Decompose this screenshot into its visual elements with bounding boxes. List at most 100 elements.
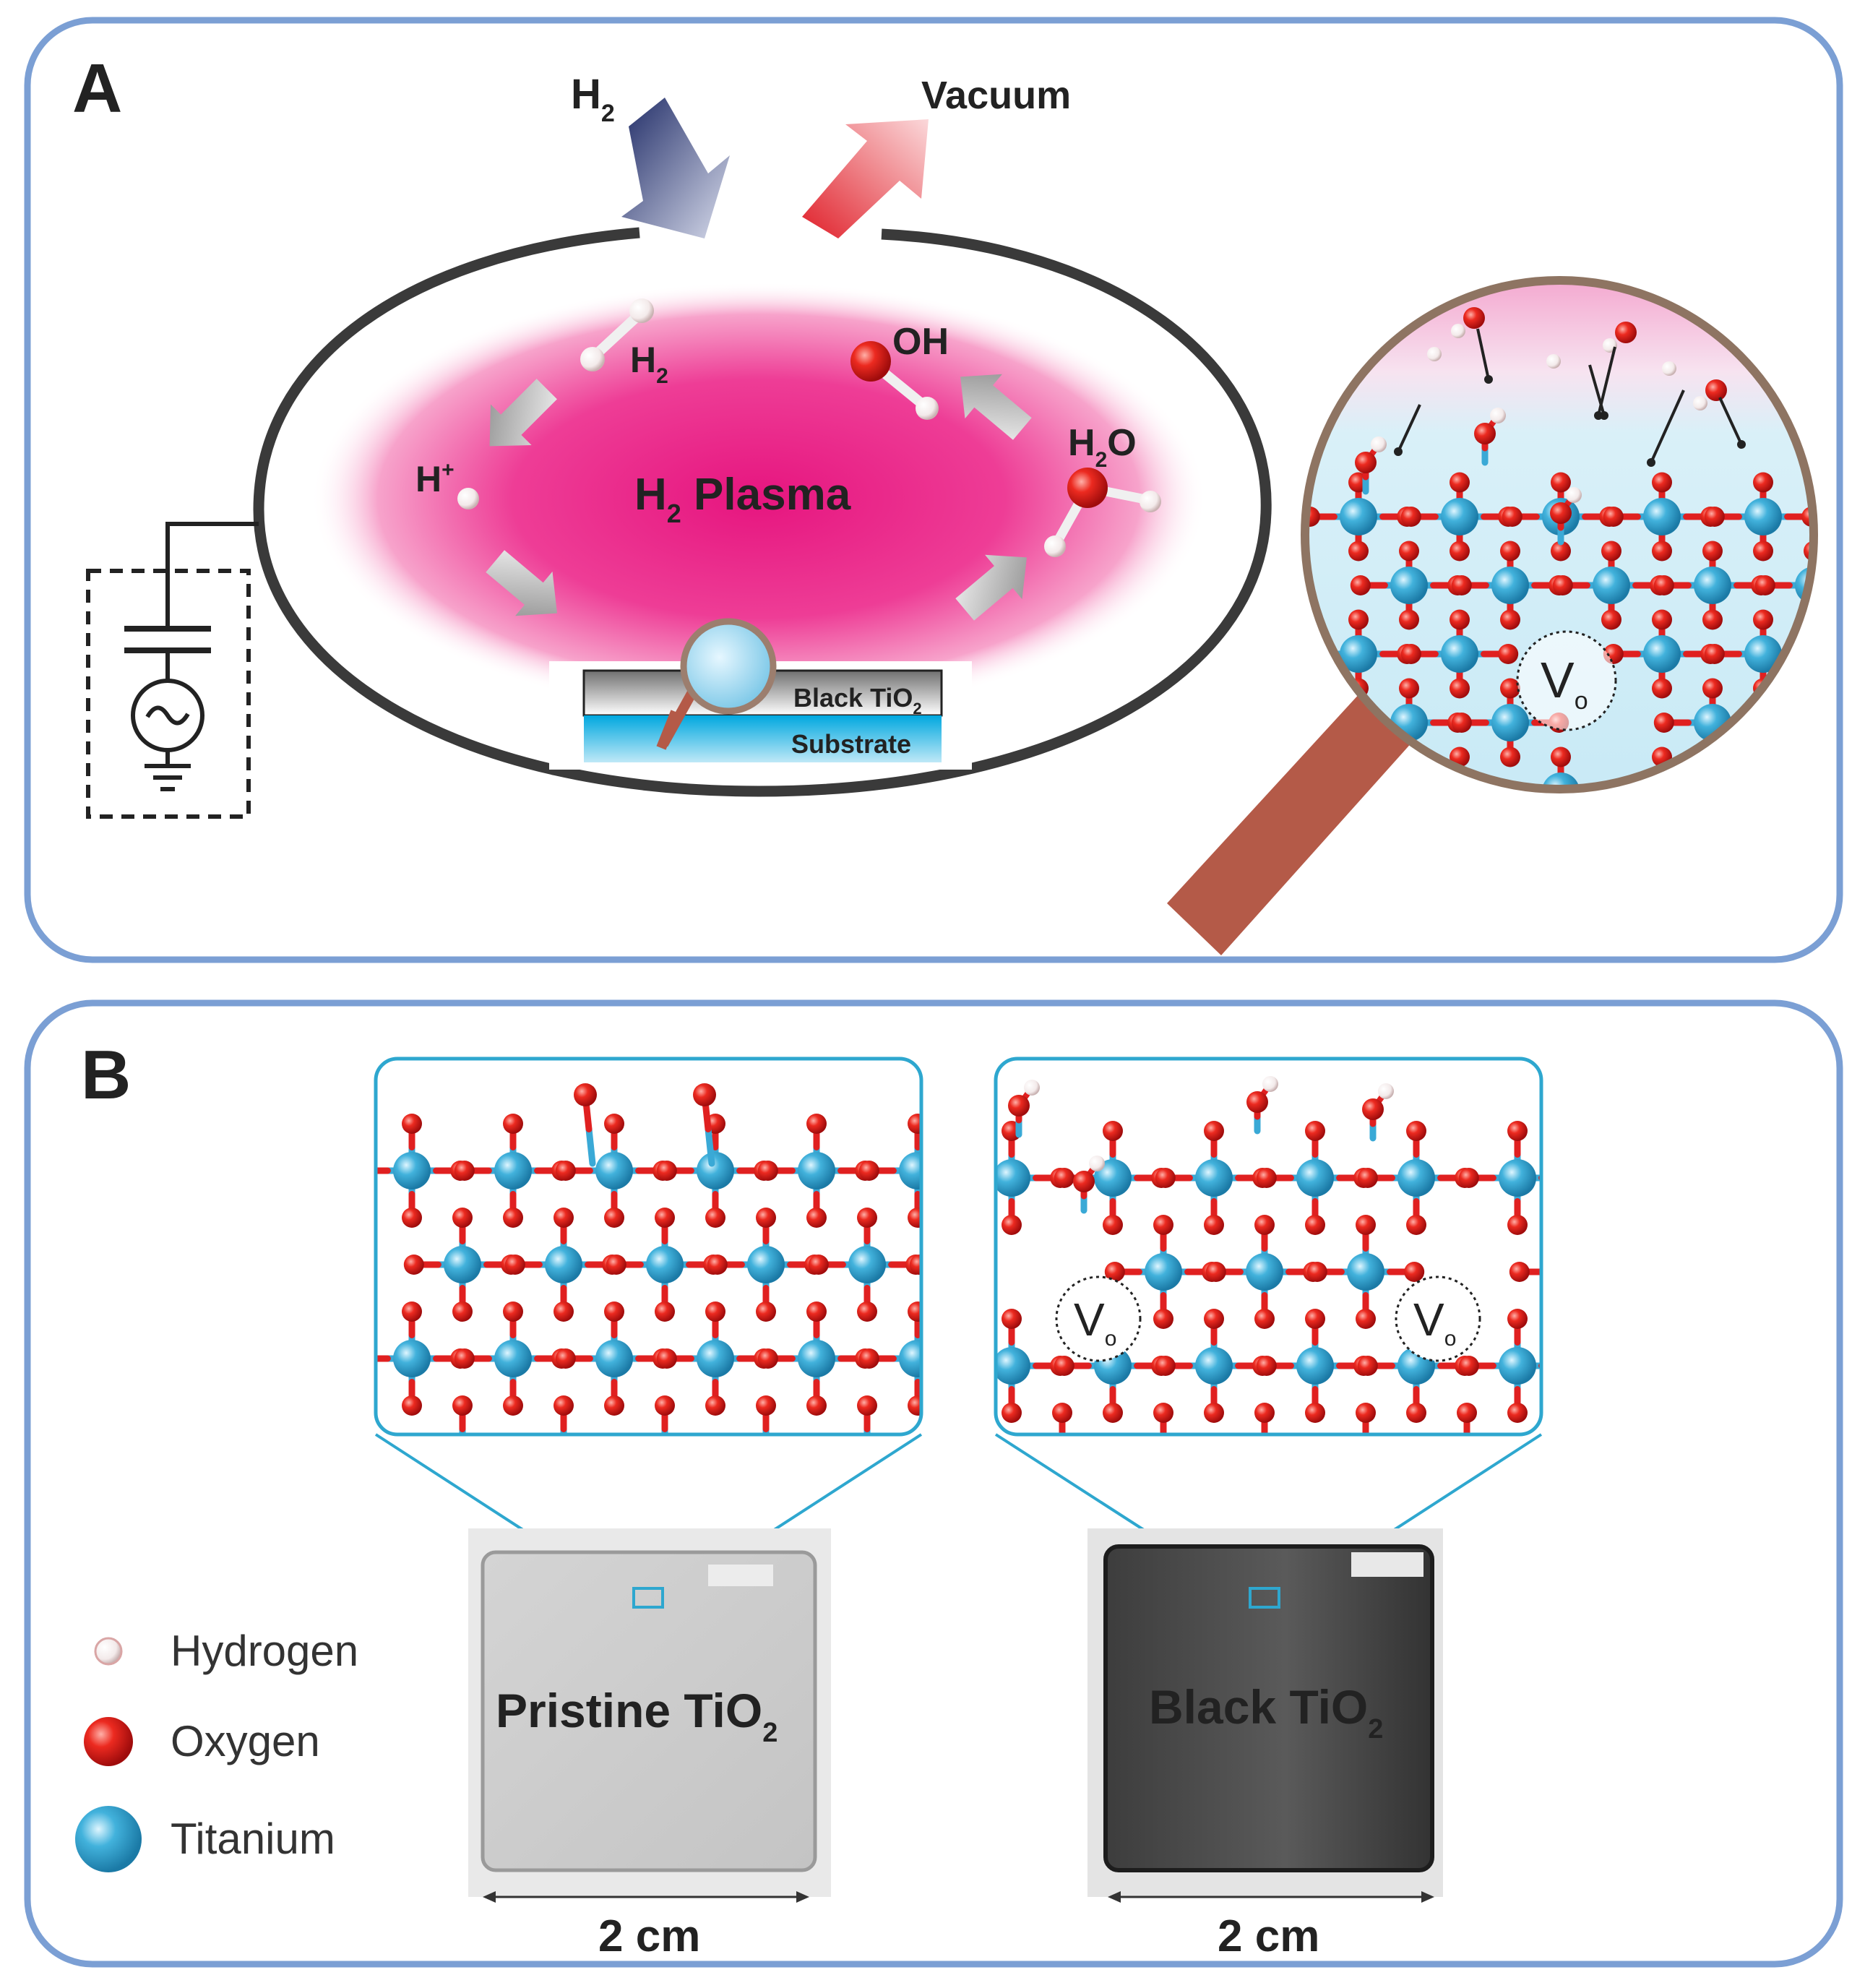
oxygen-atom	[554, 1301, 574, 1322]
oxygen-atom	[1254, 1309, 1275, 1329]
oxygen-atom	[858, 1161, 879, 1181]
titanium-atom	[1145, 1253, 1182, 1291]
titanium-atom	[595, 1340, 633, 1377]
oxygen-atom	[1404, 1262, 1425, 1282]
oxygen-atom	[806, 1114, 827, 1134]
panel-b-frame	[24, 999, 1843, 1968]
oxygen-atom	[1054, 1356, 1074, 1376]
oxygen-atom	[953, 1168, 973, 1188]
oxygen-atom	[1615, 322, 1637, 343]
oxygen-atom	[1653, 713, 1674, 733]
oxygen-atom	[1606, 1450, 1627, 1470]
titanium-atom	[494, 1340, 532, 1377]
oxygen-atom	[454, 1348, 475, 1369]
hydrogen-atom	[1262, 1076, 1278, 1092]
oxygen-atom	[757, 1161, 778, 1181]
oxygen-vacancy	[1395, 1275, 1481, 1362]
oxygen-atom	[1551, 746, 1571, 767]
oxygen-atom	[1004, 1450, 1024, 1470]
titanium-atom	[996, 1159, 1030, 1197]
oxygen-atom	[1052, 1403, 1072, 1423]
oxygen-atom	[1204, 1215, 1224, 1235]
oxygen-atom	[1558, 1215, 1578, 1235]
oxygen-atom	[1348, 816, 1369, 836]
oxygen-atom	[1073, 1171, 1095, 1192]
oxygen-atom	[602, 1442, 622, 1463]
oxygen-atom	[554, 1395, 574, 1416]
oxygen-atom	[1502, 507, 1522, 527]
oxygen-atom	[1204, 1121, 1224, 1141]
titanium-atom	[1499, 1159, 1536, 1197]
oxygen-atom	[604, 1208, 624, 1228]
oxygen-atom	[604, 1114, 624, 1134]
oxygen-atom	[402, 1208, 422, 1228]
oxygen-atom	[857, 1489, 877, 1510]
hydrogen-atom	[1451, 324, 1465, 338]
motion-arrow-head	[1647, 458, 1655, 467]
oxygen-atom	[1704, 644, 1725, 664]
oxygen-atom	[1305, 1309, 1325, 1329]
oxygen-atom	[1702, 541, 1723, 561]
oxygen-atom	[757, 1348, 778, 1369]
titanium-atom	[1195, 1159, 1233, 1197]
oxygen-atom	[1804, 678, 1814, 699]
substrate-label: Substrate	[791, 729, 911, 759]
oxygen-atom	[1558, 1309, 1578, 1329]
oxygen-atom	[1002, 1309, 1022, 1329]
oxygen-atom	[1507, 1121, 1528, 1141]
titanium-atom	[1542, 773, 1580, 789]
titanium-atom	[1694, 567, 1731, 604]
oxygen-atom	[1406, 1403, 1426, 1423]
oxygen-atom	[693, 1083, 716, 1106]
panel-b-letter: B	[81, 1036, 131, 1114]
pristine-sample-label: Pristine TiO2	[496, 1684, 778, 1748]
oxygen-atom	[452, 1395, 473, 1416]
h2o-label: H2O	[1068, 422, 1137, 472]
oxygen-atom	[1400, 507, 1421, 527]
titanium-atom	[1499, 1347, 1536, 1385]
titanium-atom	[697, 1340, 734, 1377]
oxygen-atom	[1753, 609, 1773, 630]
oxygen-atom	[1246, 1091, 1268, 1113]
motion-arrow-head	[1484, 375, 1493, 384]
oxygen-atom	[452, 1208, 473, 1228]
oxygen-atom	[1500, 541, 1520, 561]
oxygen-atom	[1153, 1215, 1173, 1235]
oxygen-atom	[1307, 1450, 1327, 1470]
oxygen-atom	[1705, 379, 1727, 401]
zoom-marker	[632, 1587, 664, 1609]
titanium-atom	[1643, 635, 1681, 673]
oxygen-atom	[858, 1348, 879, 1369]
oxygen-atom	[454, 1161, 475, 1181]
panel-a-letter: A	[72, 50, 122, 127]
oxygen-atom	[910, 1442, 930, 1463]
oxygen-atom	[705, 1301, 725, 1322]
oxygen-atom	[1458, 1168, 1479, 1188]
oxygen-atom	[1704, 507, 1725, 527]
oxygen-vacancy	[1516, 630, 1617, 731]
titanium-atom	[1441, 498, 1478, 535]
titanium-atom	[444, 1246, 481, 1283]
oxygen-atom	[1254, 1497, 1275, 1517]
oxygen-atom	[1406, 1121, 1426, 1141]
oxygen-atom	[656, 1161, 677, 1181]
oxygen-atom	[908, 1114, 921, 1134]
titanium-atom	[949, 1246, 987, 1283]
oxygen-atom	[1103, 1403, 1123, 1423]
titanium-atom	[545, 1246, 582, 1283]
oxygen-atom	[1474, 423, 1496, 444]
h2o-oxygen-atom	[1067, 468, 1108, 508]
oxygen-atom	[503, 1301, 523, 1322]
oxygen-atom	[402, 1395, 422, 1416]
motion-arrow-head	[1394, 447, 1403, 456]
oxygen-atom	[504, 1255, 525, 1275]
oxygen-atom	[908, 1301, 921, 1322]
black-lattice	[953, 1076, 1627, 1517]
motion-arrow	[1650, 390, 1685, 463]
titanium-atom	[1397, 1159, 1435, 1197]
oxygen-atom	[958, 1395, 978, 1416]
oxygen-atom	[1153, 1497, 1173, 1517]
oxygen-atom	[503, 1208, 523, 1228]
legend-hydrogen-swatch	[94, 1637, 123, 1666]
oxygen-atom	[756, 1489, 776, 1510]
